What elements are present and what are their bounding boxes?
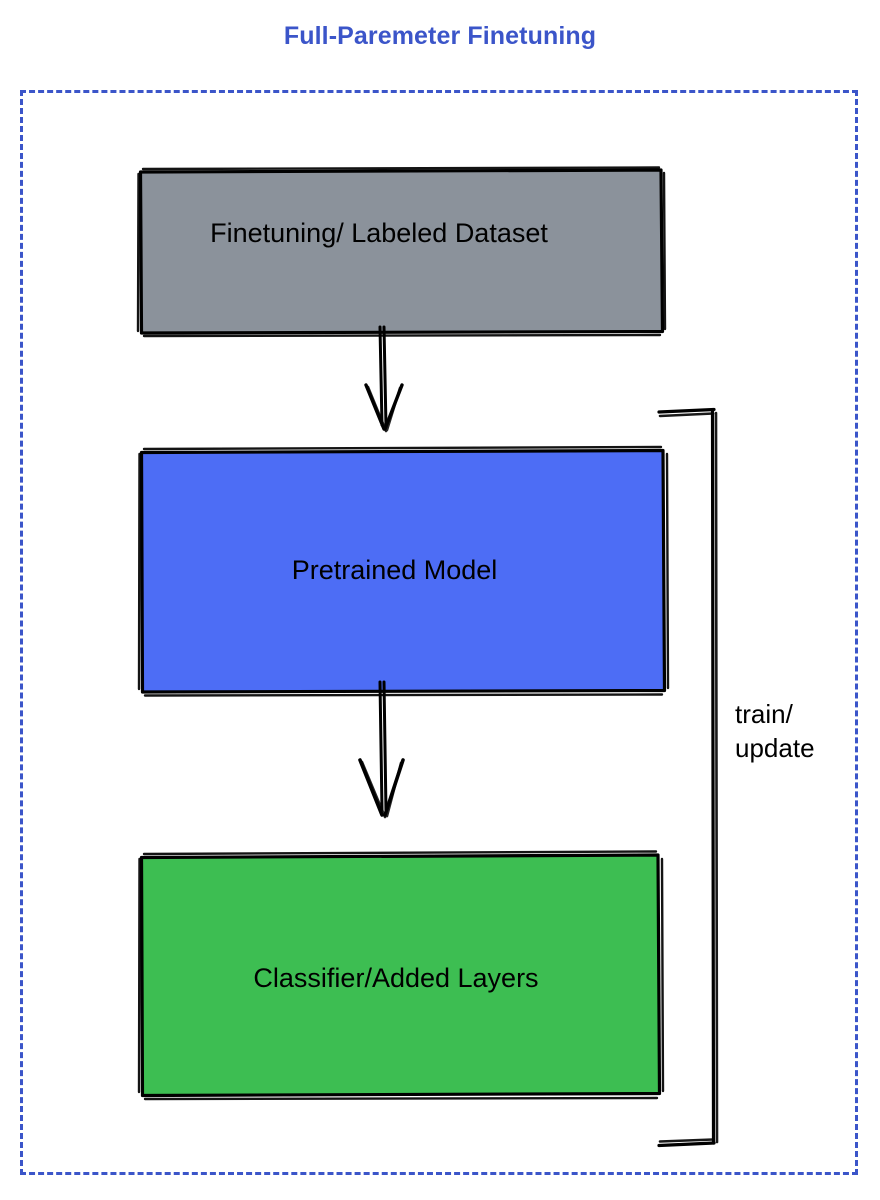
connector-label-train-update: train/ update (735, 699, 815, 763)
dashed-group-container (20, 90, 858, 1175)
node-finetuning-labeled-dataset[interactable]: Finetuning/ Labeled Dataset (136, 166, 667, 338)
node-classifier-added-layers[interactable]: Classifier/Added Layers (137, 850, 665, 1101)
node-label-classifier: Classifier/Added Layers (253, 963, 539, 994)
page-title: Full-Paremeter Finetuning (283, 22, 597, 50)
dataset-box-shape (136, 166, 667, 338)
node-pretrained-model[interactable]: Pretrained Model (137, 445, 670, 697)
node-label-pretrained: Pretrained Model (291, 555, 498, 586)
node-label-dataset: Finetuning/ Labeled Dataset (210, 217, 548, 248)
